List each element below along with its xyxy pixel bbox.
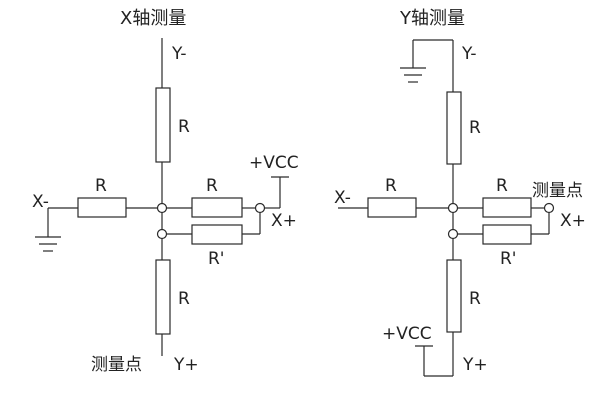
- left-y-plus-label: Y+: [173, 355, 199, 375]
- left-right-resistor: [191, 197, 243, 218]
- left-x-plus-node: [254, 202, 266, 214]
- right-x-plus-label: X+: [560, 211, 586, 231]
- right-x-minus-label: X-: [334, 188, 351, 208]
- right-lower-node: [447, 228, 459, 240]
- left-bottom-resistor-label: R: [178, 289, 190, 309]
- left-lower-node: [156, 228, 168, 240]
- right-vcc-label: +VCC: [382, 324, 432, 344]
- left-y-minus-label: Y-: [171, 44, 187, 64]
- right-measure-point-label: 测量点: [532, 181, 583, 201]
- left-x-plus-label: X+: [271, 211, 297, 231]
- right-x-plus-node: [543, 202, 555, 214]
- left-ground-symbol: [35, 208, 61, 252]
- right-title: Y轴测量: [399, 8, 465, 29]
- left-right-resistor-label: R: [206, 176, 218, 196]
- left-left-resistor-label: R: [95, 176, 107, 196]
- right-left-resistor: [367, 197, 417, 218]
- right-left-resistor-label: R: [385, 176, 397, 196]
- right-right-resistor-label: R: [496, 176, 508, 196]
- left-top-resistor: [155, 87, 171, 163]
- left-rprime-resistor: [191, 224, 243, 245]
- right-bottom-resistor-label: R: [469, 289, 481, 309]
- right-bottom-resistor: [446, 259, 462, 333]
- left-rprime-resistor-label: R': [208, 249, 225, 269]
- right-top-resistor: [446, 91, 462, 165]
- left-center-node: [156, 202, 168, 214]
- right-rprime-resistor: [482, 224, 532, 245]
- right-y-minus-label: Y-: [461, 44, 477, 64]
- right-rprime-resistor-label: R': [500, 249, 517, 269]
- left-title: X轴测量: [120, 8, 186, 29]
- y-axis-measurement-circuit: Y轴测量 Y- R R Y+ +VCC X- R: [334, 8, 586, 377]
- x-axis-measurement-circuit: X轴测量 Y- R R 测量点 Y+ X- R R: [32, 8, 299, 375]
- left-vcc-label: +VCC: [249, 153, 299, 173]
- right-top-resistor-label: R: [469, 118, 481, 138]
- right-right-resistor: [482, 197, 532, 218]
- left-top-resistor-label: R: [178, 117, 190, 137]
- right-y-plus-label: Y+: [462, 355, 488, 375]
- right-ground-symbol: [400, 39, 453, 83]
- left-x-minus-label: X-: [32, 192, 49, 212]
- left-measure-point-label: 测量点: [91, 355, 142, 375]
- right-center-node: [447, 202, 459, 214]
- left-bottom-resistor: [155, 259, 171, 335]
- left-left-resistor: [77, 197, 127, 218]
